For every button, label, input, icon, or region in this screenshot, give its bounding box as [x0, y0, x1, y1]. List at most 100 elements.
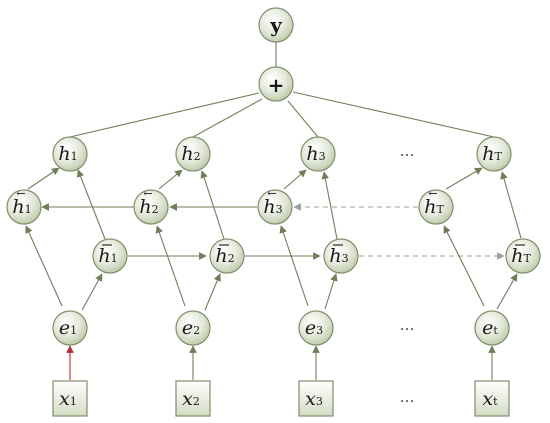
edge-hf3-to-h3 [321, 171, 338, 240]
embedding-2: e2 [175, 310, 211, 346]
edge-e2-to-hb2 [155, 225, 186, 307]
backward-state-2: ← h2 [133, 187, 169, 225]
svg-text:h1: h1 [98, 245, 117, 267]
svg-text:h1: h1 [58, 143, 77, 165]
forward-state-T-base: h [511, 245, 523, 267]
forward-state-3-base: h [329, 245, 341, 267]
svg-text:hT: hT [424, 196, 444, 218]
backward-state-3-sub: 3 [276, 203, 283, 216]
backward-state-3: ← h3 [257, 187, 293, 225]
input-3: x3 [298, 380, 334, 417]
forward-state-1-sub: 1 [111, 252, 118, 265]
embedding-1-sub: 1 [70, 324, 77, 337]
backward-state-2-base: h [139, 196, 151, 218]
embedding-3-sub: 3 [316, 324, 323, 337]
edge-hb2-to-h2 [158, 169, 183, 190]
backward-state-T-overbar: ← [428, 187, 437, 200]
backward-state-3-overbar: ← [267, 187, 276, 200]
input-t-sub: t [493, 395, 498, 408]
embedding-1-base: e [59, 317, 70, 339]
forward-state-T-sub: T [523, 252, 531, 265]
ellipsis-middle: … [400, 316, 415, 334]
backward-state-1: ← h1 [6, 187, 42, 225]
sum-node: + [258, 66, 294, 102]
svg-text:h2: h2 [139, 196, 158, 218]
combined-state-2: h2 [175, 136, 211, 172]
edge-h3-to-sum [287, 100, 319, 138]
embedding-1: e1 [52, 310, 88, 346]
backward-state-T: ← hT [418, 187, 454, 225]
combined-state-3: h3 [300, 136, 336, 172]
output-label: y [269, 13, 283, 37]
svg-text:hT: hT [482, 143, 502, 165]
input-t-base: x [482, 388, 493, 410]
input-3-sub: 3 [316, 395, 323, 408]
forward-state-T: hT [505, 238, 541, 274]
edge-e2-to-hf2 [204, 273, 221, 311]
embedding-t-base: e [482, 317, 493, 339]
ellipsis-bottom: … [400, 388, 415, 406]
embedding-2-base: e [182, 317, 193, 339]
combined-state-1-base: h [58, 143, 70, 165]
backward-state-2-overbar: ← [143, 187, 152, 200]
combined-state-1-sub: 1 [71, 150, 78, 163]
edge-hf1-to-h1 [76, 169, 106, 240]
edge-hT-to-sum [292, 91, 495, 138]
forward-state-2-base: h [215, 245, 227, 267]
forward-state-2: h2 [209, 238, 245, 274]
embedding-3-base: e [305, 317, 316, 339]
embedding-3: e3 [298, 310, 334, 346]
input-1-sub: 1 [70, 395, 77, 408]
embedding-t: et [474, 310, 510, 346]
edge-hb1-to-h1 [27, 167, 60, 190]
forward-state-3: h3 [323, 238, 359, 274]
svg-text:e2: e2 [182, 317, 200, 339]
forward-state-1: h1 [92, 238, 128, 274]
combined-state-T: hT [476, 136, 512, 172]
ellipsis-top: … [400, 142, 415, 160]
edge-hfT-to-hT [500, 171, 522, 239]
backward-state-2-sub: 2 [152, 203, 159, 216]
combined-state-2-base: h [181, 143, 193, 165]
edges-layer [25, 42, 522, 380]
input-3-base: x [305, 388, 316, 410]
svg-text:h3: h3 [329, 245, 348, 267]
sum-label: + [268, 73, 285, 97]
edge-et-to-hbT [443, 225, 485, 307]
edge-hbT-to-hT [445, 167, 483, 190]
embedding-2-sub: 2 [193, 324, 200, 337]
edge-hb3-to-h3 [283, 169, 307, 190]
edge-e3-to-hf3 [324, 273, 338, 310]
svg-text:h2: h2 [181, 143, 200, 165]
edge-h1-to-sum [69, 92, 260, 138]
forward-state-3-sub: 3 [342, 252, 349, 265]
combined-state-T-sub: T [494, 150, 502, 163]
edge-hf2-to-h2 [200, 170, 225, 240]
backward-state-1-overbar: ← [16, 187, 25, 200]
combined-state-T-base: h [482, 143, 494, 165]
input-t: xt [474, 380, 510, 417]
output-node: y [258, 7, 294, 43]
input-2-base: x [182, 388, 193, 410]
forward-state-1-base: h [98, 245, 110, 267]
backward-state-3-base: h [263, 196, 275, 218]
backward-state-T-base: h [424, 196, 436, 218]
backward-state-T-sub: T [436, 203, 444, 216]
input-1: x1 [52, 380, 88, 417]
svg-text:h3: h3 [263, 196, 282, 218]
svg-text:x3: x3 [305, 388, 323, 410]
edge-e1-to-hb1 [25, 225, 63, 307]
input-1-base: x [59, 388, 70, 410]
combined-state-2-sub: 2 [194, 150, 201, 163]
input-2-sub: 2 [193, 395, 200, 408]
svg-text:e3: e3 [305, 317, 323, 339]
svg-text:h2: h2 [215, 245, 234, 267]
edge-e3-to-hb3 [279, 225, 309, 307]
edge-h2-to-sum [192, 98, 263, 138]
combined-state-3-sub: 3 [319, 150, 326, 163]
edge-e1-to-hf1 [81, 273, 103, 311]
forward-state-2-sub: 2 [228, 252, 235, 265]
input-2: x2 [175, 380, 211, 417]
